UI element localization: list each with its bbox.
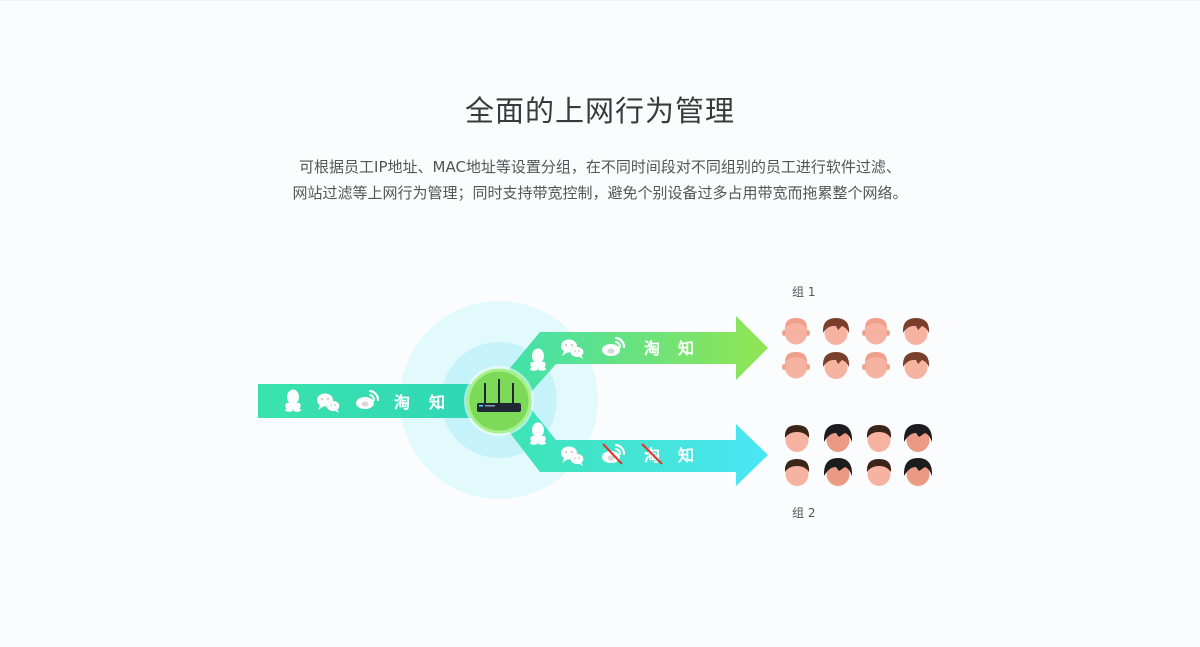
router-icon (477, 379, 521, 412)
taobao-label: 淘 (644, 339, 660, 358)
group1-app-row: 淘 知 (530, 336, 694, 371)
description-line-1: 可根据员工IP地址、MAC地址等设置分组，在不同时间段对不同组别的员工进行软件过… (299, 158, 901, 176)
user-avatar (784, 425, 810, 452)
top-divider (0, 0, 1200, 1)
user-avatar (903, 458, 933, 486)
group2-users (784, 424, 933, 486)
user-avatar (782, 352, 810, 379)
description-line-2: 网站过滤等上网行为管理；同时支持带宽控制，避免个别设备过多占用带宽而拖累整个网络… (292, 184, 908, 202)
zhihu-label: 知 (678, 446, 694, 465)
page-title: 全面的上网行为管理 (464, 94, 735, 128)
router (464, 366, 534, 436)
input-app-row: 淘 知 (285, 389, 445, 414)
user-avatar (866, 459, 892, 486)
user-avatar (862, 318, 890, 345)
taobao-blocked: 淘 (641, 443, 663, 465)
weibo-blocked-icon (600, 443, 626, 465)
group2-traffic-arrow (500, 400, 768, 486)
zhihu-label: 知 (678, 339, 694, 358)
group1-traffic-arrow (500, 316, 768, 400)
user-avatar (903, 424, 933, 452)
user-avatar (822, 352, 850, 379)
group2-label: 组 2 (792, 506, 815, 520)
user-avatar (784, 459, 810, 486)
group1-users (782, 318, 930, 379)
user-avatar (823, 424, 853, 452)
group2-app-row: 淘 知 (530, 422, 694, 467)
user-avatar (902, 318, 930, 345)
zhihu-label: 知 (429, 393, 445, 412)
user-avatar (866, 425, 892, 452)
taobao-label: 淘 (394, 393, 410, 412)
user-avatar (782, 318, 810, 345)
page-description: 可根据员工IP地址、MAC地址等设置分组，在不同时间段对不同组别的员工进行软件过… (0, 154, 1200, 206)
user-avatar (822, 318, 850, 345)
user-avatar (823, 458, 853, 486)
user-avatar (862, 352, 890, 379)
user-avatar (902, 352, 930, 379)
group1-label: 组 1 (792, 285, 815, 299)
